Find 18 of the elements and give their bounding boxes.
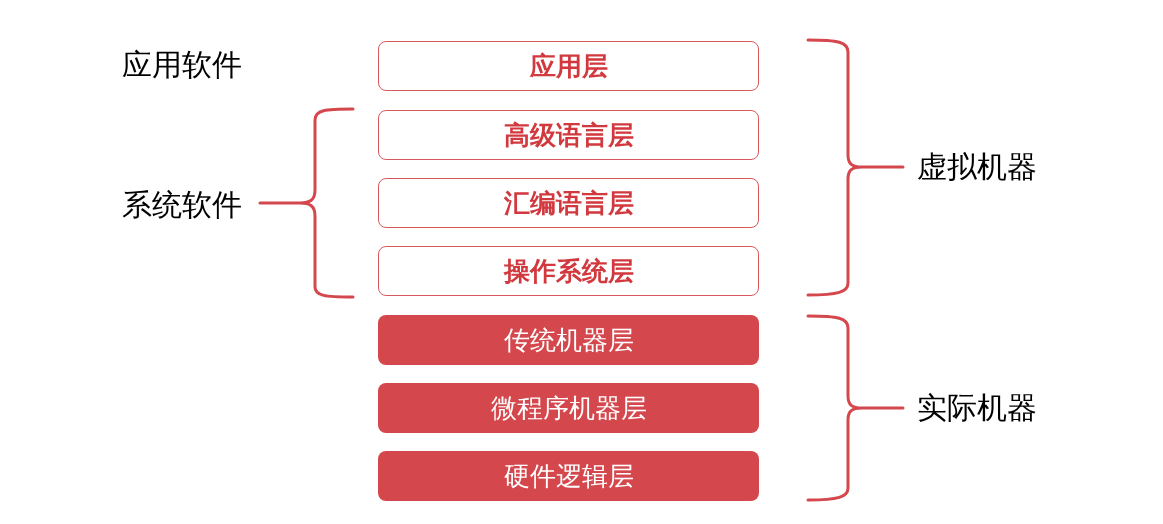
layer-label: 高级语言层 xyxy=(503,119,634,151)
layer-label: 汇编语言层 xyxy=(503,187,634,219)
layer-label: 硬件逻辑层 xyxy=(503,460,634,492)
layer-box xyxy=(378,451,759,501)
layer-label: 操作系统层 xyxy=(503,255,634,287)
layer-box xyxy=(378,246,759,296)
layer-box xyxy=(378,178,759,228)
layer-box xyxy=(378,315,759,365)
group-label: 虚拟机器 xyxy=(917,149,1037,185)
group-label: 应用软件 xyxy=(122,47,242,83)
layer-box xyxy=(378,110,759,160)
group-label: 实际机器 xyxy=(917,390,1037,426)
layer-label: 应用层 xyxy=(529,50,608,82)
layer-label: 微程序机器层 xyxy=(490,392,647,424)
layer-box xyxy=(378,383,759,433)
group-label: 系统软件 xyxy=(122,187,242,223)
layer-box xyxy=(378,41,759,91)
layer-label: 传统机器层 xyxy=(503,324,634,356)
